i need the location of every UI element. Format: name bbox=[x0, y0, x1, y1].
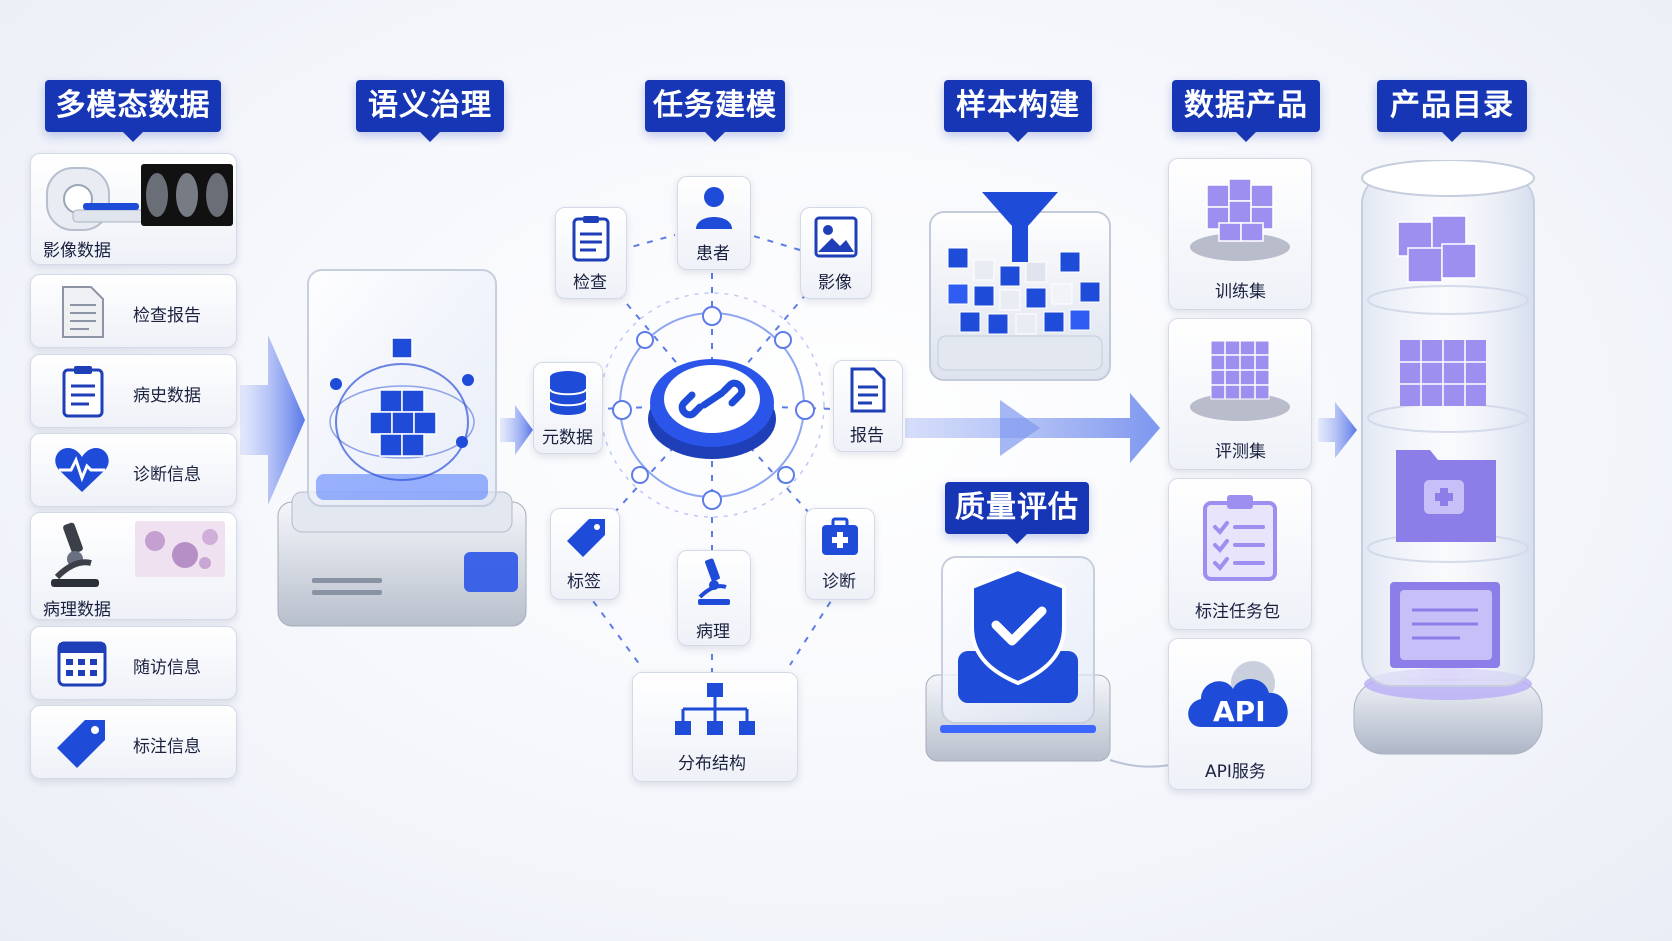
cube-grid-icon bbox=[1190, 340, 1290, 421]
tag-icon bbox=[567, 519, 605, 557]
stage-title-multimodal: 多模态数据 bbox=[45, 80, 221, 142]
node-patient[interactable]: 患者 bbox=[677, 176, 751, 270]
product-card-evaluation[interactable]: 评测集 bbox=[1168, 318, 1312, 470]
stage-title-sample-building: 样本构建 bbox=[944, 80, 1092, 142]
product-card-api[interactable]: API API服务 bbox=[1168, 638, 1312, 790]
node-label-exam: 检查 bbox=[573, 273, 607, 293]
quality-shield-device bbox=[925, 556, 1111, 762]
patient-icon bbox=[696, 187, 732, 229]
node-image[interactable]: 影像 bbox=[800, 207, 872, 299]
input-label-pathology: 病理数据 bbox=[43, 600, 111, 620]
database-icon bbox=[549, 371, 587, 415]
input-card-followup[interactable]: 随访信息 bbox=[30, 626, 237, 700]
node-label-report: 报告 bbox=[850, 426, 884, 446]
stage-title-data-products: 数据产品 bbox=[1172, 80, 1320, 142]
node-pathology[interactable]: 病理 bbox=[677, 550, 751, 646]
node-exam[interactable]: 检查 bbox=[555, 207, 627, 299]
product-card-annotation-pack[interactable]: 标注任务包 bbox=[1168, 478, 1312, 630]
input-card-annotation[interactable]: 标注信息 bbox=[30, 705, 237, 779]
api-cloud-icon bbox=[1188, 661, 1288, 727]
calendar-icon bbox=[57, 641, 107, 687]
input-label-annotation: 标注信息 bbox=[133, 737, 201, 757]
node-label-pathology: 病理 bbox=[696, 622, 730, 642]
clipboard-icon bbox=[62, 366, 104, 418]
stage-title-semantic-governance: 语义治理 bbox=[356, 80, 504, 142]
semantic-governance-engine bbox=[277, 269, 527, 627]
ct-scanner-icon bbox=[46, 167, 154, 231]
product-card-training[interactable]: 训练集 bbox=[1168, 158, 1312, 310]
image-icon bbox=[814, 216, 858, 258]
checklist-icon bbox=[1203, 495, 1277, 581]
input-label-history: 病史数据 bbox=[133, 386, 201, 406]
input-card-imaging[interactable]: 影像数据 bbox=[30, 153, 237, 265]
pathology-slide-icon bbox=[135, 521, 225, 577]
node-distribution[interactable]: 分布结构 bbox=[632, 672, 798, 782]
stage-title-quality: 质量评估 bbox=[945, 482, 1089, 544]
node-diagnosis[interactable]: 诊断 bbox=[805, 508, 875, 600]
medical-kit-icon bbox=[822, 517, 858, 555]
report-icon bbox=[850, 367, 886, 413]
product-label-annotation-pack: 标注任务包 bbox=[1195, 602, 1280, 622]
clipboard-icon bbox=[572, 216, 610, 262]
link-hub bbox=[648, 359, 776, 459]
microscope-icon bbox=[698, 558, 730, 605]
input-card-diagnosis[interactable]: 诊断信息 bbox=[30, 433, 237, 507]
api-badge: API bbox=[1213, 695, 1266, 728]
microscope-icon bbox=[51, 522, 99, 587]
node-metadata[interactable]: 元数据 bbox=[533, 362, 603, 454]
product-label-api: API服务 bbox=[1205, 762, 1266, 782]
product-catalog-cylinder bbox=[1353, 160, 1543, 755]
cube-cluster-icon bbox=[1190, 178, 1290, 261]
heart-pulse-icon bbox=[55, 448, 109, 492]
input-label-diagnosis: 诊断信息 bbox=[133, 465, 201, 485]
hierarchy-icon bbox=[675, 683, 755, 735]
node-tag[interactable]: 标签 bbox=[550, 508, 620, 600]
input-card-exam-report[interactable]: 检查报告 bbox=[30, 274, 237, 348]
stage-title-task-modeling: 任务建模 bbox=[645, 80, 785, 142]
input-label-imaging: 影像数据 bbox=[43, 241, 111, 261]
node-report[interactable]: 报告 bbox=[833, 360, 903, 452]
node-label-diagnosis: 诊断 bbox=[822, 572, 856, 592]
ct-scan-film-icon bbox=[141, 164, 233, 226]
input-label-followup: 随访信息 bbox=[133, 658, 201, 678]
input-label-exam-report: 检查报告 bbox=[133, 306, 201, 326]
document-icon bbox=[62, 286, 104, 338]
input-card-pathology[interactable]: 病理数据 bbox=[30, 512, 237, 620]
node-label-distribution: 分布结构 bbox=[678, 754, 746, 774]
stage-title-product-catalog: 产品目录 bbox=[1377, 80, 1527, 142]
node-label-image: 影像 bbox=[818, 273, 852, 293]
sample-building-tray bbox=[929, 192, 1111, 381]
node-label-metadata: 元数据 bbox=[542, 428, 593, 448]
input-card-history[interactable]: 病史数据 bbox=[30, 354, 237, 428]
node-label-tag: 标签 bbox=[567, 572, 601, 592]
product-label-evaluation: 评测集 bbox=[1215, 442, 1266, 462]
tag-icon bbox=[57, 720, 105, 768]
product-label-training: 训练集 bbox=[1215, 282, 1266, 302]
node-label-patient: 患者 bbox=[696, 244, 730, 264]
